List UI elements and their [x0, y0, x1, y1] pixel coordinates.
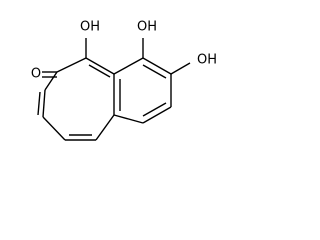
bond-c7-c8 — [42, 89, 46, 118]
bond-c4-c5 — [95, 114, 115, 141]
bond-b4-b5-double — [142, 102, 167, 117]
bond-b5-b6 — [113, 114, 144, 124]
atom-label-hydroxyl-top-right: OH — [137, 20, 157, 35]
bond-c2-c3 — [85, 57, 115, 75]
chemical-structure-diagram: O OH OH OH — [31, 20, 217, 141]
bond-c6-c7 — [42, 116, 66, 141]
bond-b1-b2 — [113, 57, 144, 75]
bond-oh-right — [170, 62, 191, 75]
atom-label-hydroxyl-right: OH — [197, 53, 217, 68]
bond-c2-c3-double — [88, 64, 111, 78]
bond-c8-c1 — [44, 71, 58, 91]
bond-c1-c2 — [56, 57, 87, 73]
bond-b2-b3 — [142, 57, 172, 75]
bond-c7-c8-double — [37, 91, 41, 116]
bond-b4-b5 — [142, 106, 172, 124]
atom-label-hydroxyl-top-left: OH — [80, 20, 100, 35]
bond-b2-b3-double — [142, 64, 167, 79]
atom-label-carbonyl-oxygen: O — [31, 67, 41, 82]
